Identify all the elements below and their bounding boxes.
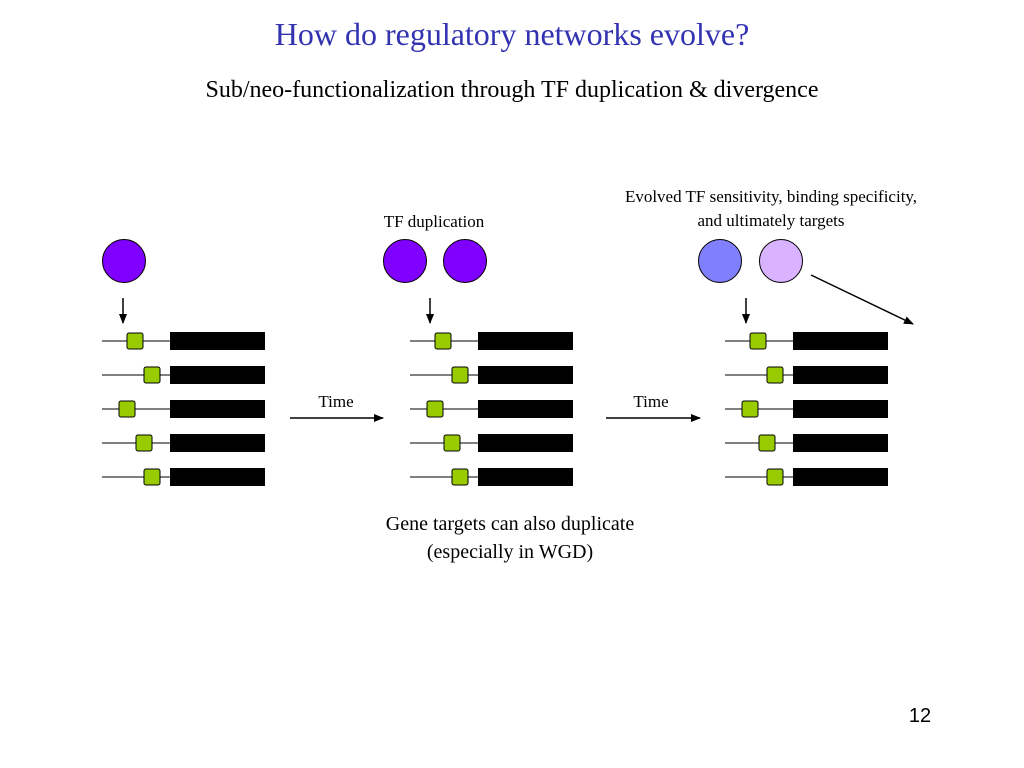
binding-site (118, 400, 136, 418)
new-target-arrow (810, 274, 914, 325)
tf-circle (698, 239, 742, 283)
gene-block (793, 400, 888, 418)
binding-site (426, 400, 444, 418)
gene-targets-text-line1: Gene targets can also duplicate (385, 513, 635, 535)
gene-block (170, 468, 265, 486)
page-number: 12 (908, 705, 932, 727)
binding-site (758, 434, 776, 452)
tf-circle (759, 239, 803, 283)
gene-block (170, 332, 265, 350)
gene-block (478, 400, 573, 418)
time-label-1-text: Time (318, 392, 354, 411)
tf-duplication-text: TF duplication (383, 212, 485, 231)
binding-site (135, 434, 153, 452)
gene-block (793, 434, 888, 452)
binding-site (741, 400, 759, 418)
tf-circle (383, 239, 427, 283)
slide-title: How do regulatory networks evolve? (274, 16, 750, 52)
binding-site (766, 468, 784, 486)
gene-block (478, 468, 573, 486)
binding-site (434, 332, 452, 350)
gene-block (478, 434, 573, 452)
gene-block (793, 366, 888, 384)
slide-subtitle: Sub/neo-functionalization through TF dup… (205, 77, 819, 103)
evolved-tf-text-line2: and ultimately targets (697, 211, 845, 230)
binding-site (143, 468, 161, 486)
evolved-tf-label: Evolved TF sensitivity, binding specific… (571, 185, 971, 233)
time-label-2-text: Time (633, 392, 669, 411)
time-label-1: Time (296, 391, 376, 413)
gene-block (170, 434, 265, 452)
evolved-tf-text-line1: Evolved TF sensitivity, binding specific… (624, 187, 918, 206)
binding-site (126, 332, 144, 350)
gene-block (478, 366, 573, 384)
gene-block (478, 332, 573, 350)
binding-site (451, 366, 469, 384)
gene-block (793, 332, 888, 350)
binding-site (443, 434, 461, 452)
gene-targets-label: Gene targets can also duplicate (especia… (310, 510, 710, 566)
gene-block (170, 400, 265, 418)
gene-block (793, 468, 888, 486)
binding-site (451, 468, 469, 486)
binding-site (749, 332, 767, 350)
time-label-2: Time (611, 391, 691, 413)
tf-circle (102, 239, 146, 283)
gene-block (170, 366, 265, 384)
tf-duplication-label: TF duplication (334, 211, 534, 233)
binding-site (766, 366, 784, 384)
tf-circle (443, 239, 487, 283)
gene-targets-text-line2: (especially in WGD) (426, 541, 594, 563)
binding-site (143, 366, 161, 384)
